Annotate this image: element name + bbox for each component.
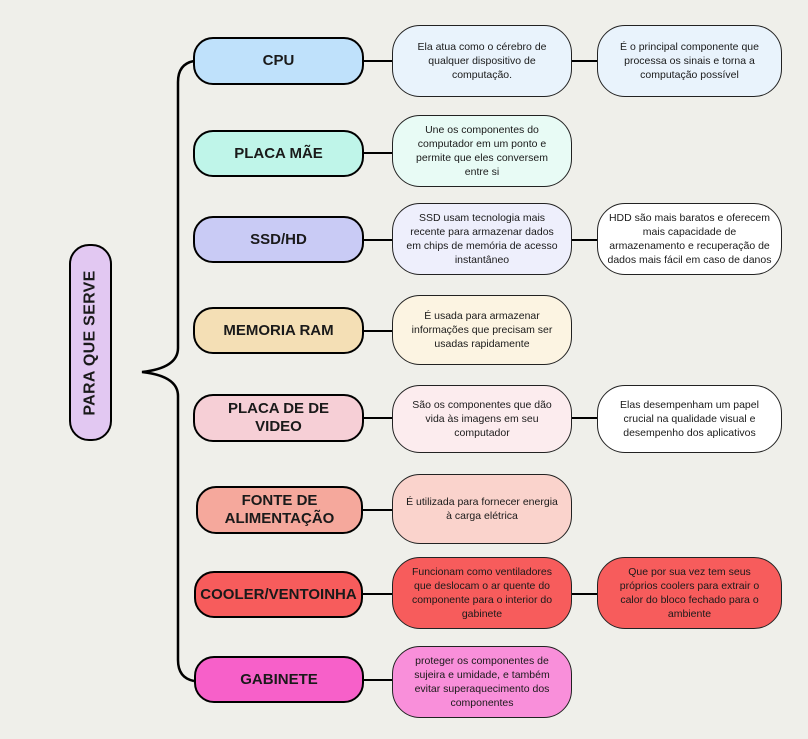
- description-box: É utilizada para fornecer energia à carg…: [392, 474, 572, 544]
- description-text: É utilizada para fornecer energia à carg…: [406, 496, 558, 522]
- description-text: Funcionam como ventiladores que deslocam…: [411, 566, 553, 620]
- connector: [364, 679, 392, 681]
- description-box: Que por sua vez tem seus próprios cooler…: [597, 557, 782, 629]
- category-placa-de-video: PLACA DE DE VIDEO: [193, 394, 364, 442]
- description-box: HDD são mais baratos e oferecem mais cap…: [597, 203, 782, 275]
- description-text: Elas desempenham um papel crucial na qua…: [620, 399, 759, 439]
- category-memoria-ram: MEMORIA RAM: [193, 307, 364, 354]
- description-box: SSD usam tecnologia mais recente para ar…: [392, 203, 572, 275]
- description-box: É o principal componente que processa os…: [597, 25, 782, 97]
- category-fonte-de-alimentacao: FONTE DE ALIMENTAÇÃO: [196, 486, 363, 534]
- description-text: Une os componentes do computador em um p…: [416, 124, 548, 178]
- connector: [364, 417, 392, 419]
- connector: [364, 239, 392, 241]
- connector: [572, 60, 597, 62]
- connector: [363, 509, 392, 511]
- description-text: É usada para armazenar informações que p…: [411, 310, 553, 350]
- description-box: São os componentes que dão vida às image…: [392, 385, 572, 453]
- connector: [364, 60, 392, 62]
- category-label: CPU: [262, 52, 295, 69]
- description-box: proteger os componentes de sujeira e umi…: [392, 646, 572, 718]
- category-label: MEMORIA RAM: [223, 321, 334, 339]
- description-box: Funcionam como ventiladores que deslocam…: [392, 557, 572, 629]
- category-label: COOLER/VENTOINHA: [200, 585, 357, 603]
- connector: [572, 593, 597, 595]
- description-text: proteger os componentes de sujeira e umi…: [414, 655, 550, 709]
- category-label: PLACA DE DE VIDEO: [227, 400, 330, 435]
- category-label: SSD/HD: [250, 230, 307, 248]
- category-placa-mae: PLACA MÃE: [193, 130, 364, 177]
- category-cpu: CPU: [193, 37, 364, 85]
- connector: [572, 239, 597, 241]
- description-text: SSD usam tecnologia mais recente para ar…: [406, 212, 558, 266]
- root-node: PARA QUE SERVE: [69, 244, 112, 441]
- category-label: GABINETE: [240, 670, 318, 688]
- description-box: É usada para armazenar informações que p…: [392, 295, 572, 365]
- connector: [572, 417, 597, 419]
- category-label: PLACA MÃE: [234, 144, 323, 162]
- category-cooler-ventoinha: COOLER/VENTOINHA: [194, 571, 363, 618]
- connector: [363, 593, 392, 595]
- root-label: PARA QUE SERVE: [81, 269, 99, 416]
- description-box: Elas desempenham um papel crucial na qua…: [597, 385, 782, 453]
- description-text: Ela atua como o cérebro de qualquer disp…: [417, 41, 547, 81]
- category-ssd-hd: SSD/HD: [193, 216, 364, 263]
- category-label: FONTE DE ALIMENTAÇÃO: [224, 492, 335, 527]
- description-text: É o principal componente que processa os…: [620, 41, 759, 81]
- description-text: HDD são mais baratos e oferecem mais cap…: [607, 212, 772, 266]
- category-gabinete: GABINETE: [194, 656, 364, 703]
- description-text: Que por sua vez tem seus próprios cooler…: [619, 566, 760, 620]
- description-box: Une os componentes do computador em um p…: [392, 115, 572, 187]
- connector: [364, 152, 392, 154]
- description-text: São os componentes que dão vida às image…: [412, 399, 552, 439]
- description-box: Ela atua como o cérebro de qualquer disp…: [392, 25, 572, 97]
- connector: [364, 330, 392, 332]
